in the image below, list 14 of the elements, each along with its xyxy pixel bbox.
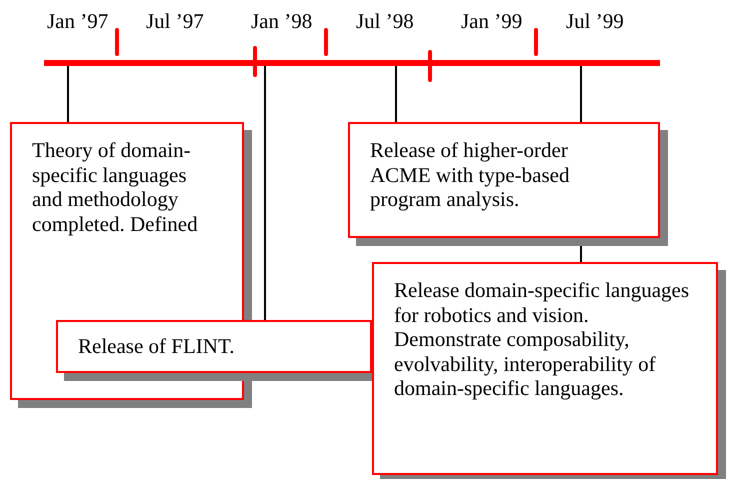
milestone-text: Release domain-specific languages for robotics and vision. Demonstrate composability, evolvability, interoperability of domain-specific languages. xyxy=(394,278,690,400)
milestone-text: Release of higher-order ACME with type-based program analysis. xyxy=(370,138,570,212)
date-label: Jul ’99 xyxy=(566,9,624,34)
timeline-bar xyxy=(44,60,660,66)
milestone-text: Theory of domain-specific languages and methodology completed. Defined xyxy=(32,138,199,236)
leader-line xyxy=(67,66,69,122)
date-label: Jul ’97 xyxy=(146,9,204,34)
date-label: Jan ’98 xyxy=(251,9,312,34)
date-label: Jan ’99 xyxy=(461,9,522,34)
date-label: Jul ’98 xyxy=(356,9,414,34)
milestone-text: Release of FLINT. xyxy=(78,334,236,358)
leader-line xyxy=(395,66,397,122)
leader-line xyxy=(264,66,266,320)
date-label: Jan ’97 xyxy=(47,9,108,34)
